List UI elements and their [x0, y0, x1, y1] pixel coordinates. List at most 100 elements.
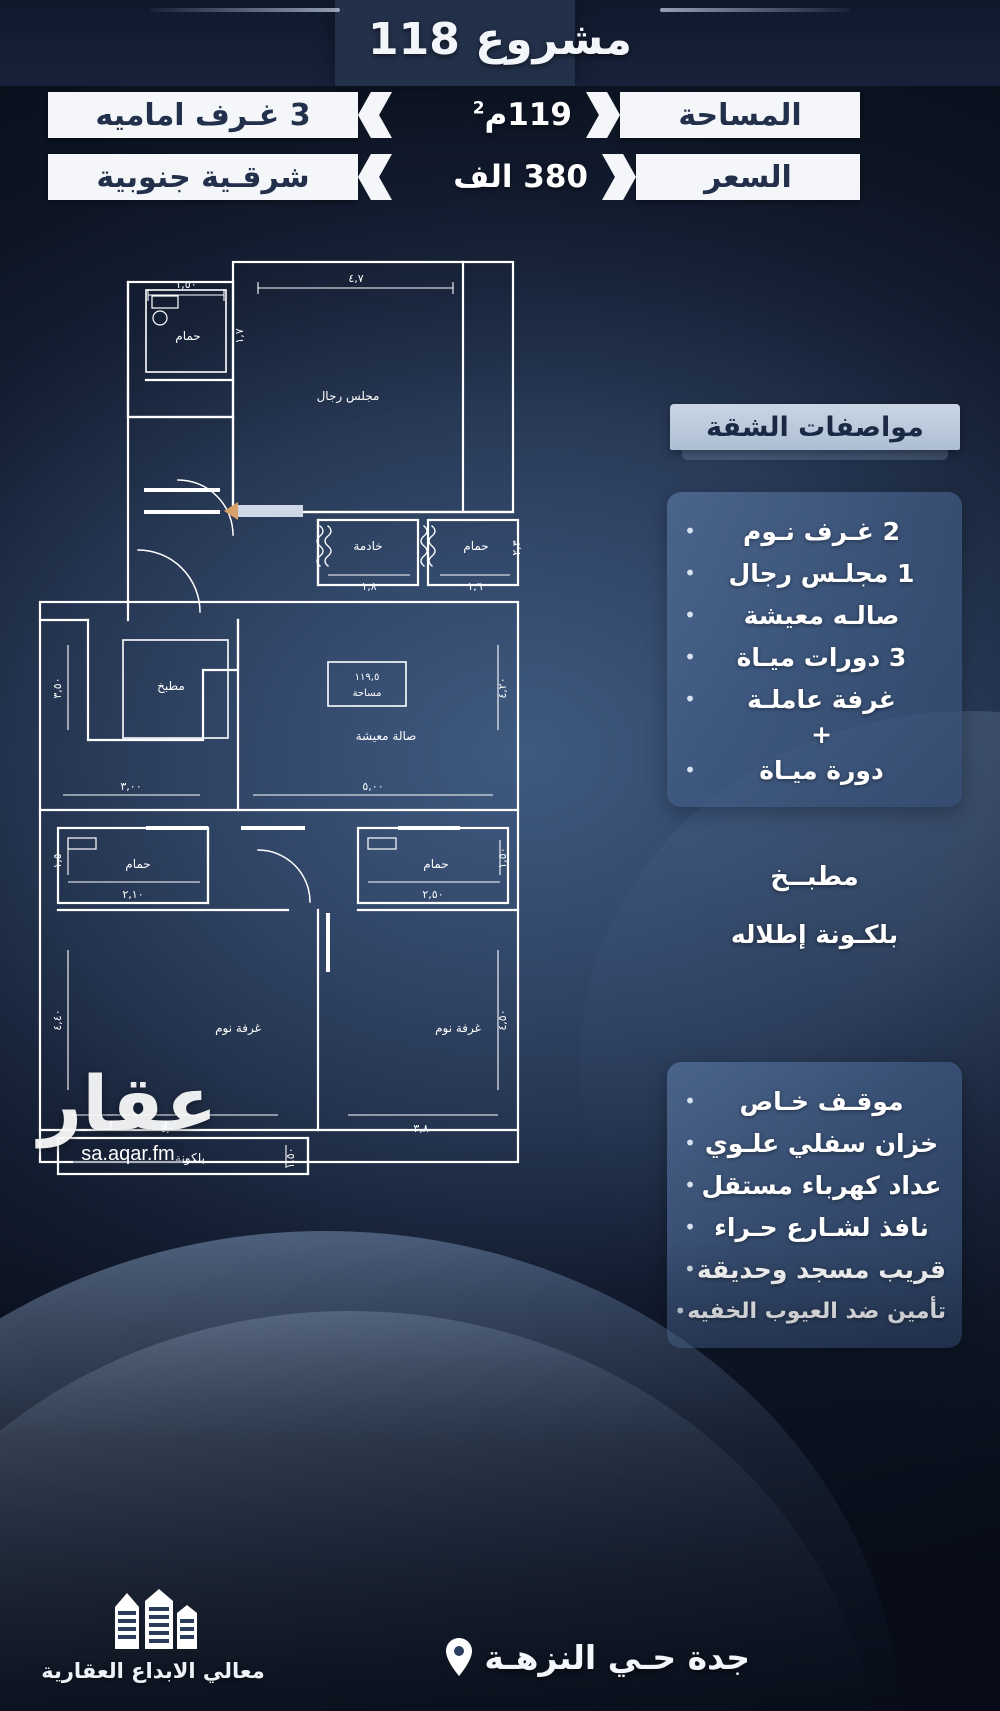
- bullet-icon: •: [684, 1173, 696, 1197]
- spec-item: 2 غـرف نـوم •: [679, 510, 950, 552]
- room-label-bedroom-right: غرفة نوم: [435, 1021, 481, 1036]
- room-label-bath-left: حمام: [125, 857, 150, 871]
- dim-kitchen-height: ٣,٥٠: [51, 677, 64, 698]
- dim-kitchen-width: ٣,٠٠: [120, 780, 141, 793]
- spec-item-plus: +: [679, 720, 950, 749]
- spec-item: خزان سفلي علـوي •: [679, 1122, 950, 1164]
- spec-item: دورة ميـاة •: [679, 749, 950, 791]
- dim-bath-maid-height: ٢,٣: [510, 540, 523, 555]
- dim-bath-left-width: ٢,١٠: [122, 888, 143, 901]
- spec-item-label: دورة ميـاة: [759, 755, 884, 785]
- ribbon-price-plate: السعر: [636, 154, 860, 200]
- spec-item-label: 2 غـرف نـوم: [743, 516, 900, 546]
- spec-item-label: خزان سفلي علـوي: [704, 1128, 939, 1158]
- room-label-kitchen: مطبخ: [157, 679, 185, 693]
- bullet-icon: •: [684, 1131, 696, 1155]
- ribbon-price-value: 380 الف: [453, 159, 588, 195]
- title-hairline-left: [150, 8, 340, 12]
- spec-item-label: غرفة عاملـة: [747, 684, 896, 714]
- spec-item: غرفة عاملـة •: [679, 678, 950, 720]
- dim-living-width: ٥,٠٠: [362, 780, 383, 793]
- specs-header-tail: [682, 450, 948, 460]
- title-band: [0, 0, 1000, 86]
- spec-item-kitchen: مطبــخ: [770, 862, 859, 892]
- dim-bedroom-left-height: ٤,٤٠: [51, 1009, 64, 1030]
- room-label-majlis: مجلس رجال: [317, 389, 380, 404]
- specs-card-main: 2 غـرف نـوم • 1 مجلـس رجال • صالـه معيشة…: [667, 492, 962, 807]
- ribbon-banner-group: المساحة 119م2 السعر 380 الف 3 غـرف امامي…: [0, 92, 1000, 220]
- room-label-bath-top: حمام: [175, 329, 200, 343]
- spec-item-label: صالـه معيشة: [743, 600, 900, 630]
- dim-bedroom-left-width: ٤,٠٠: [160, 1122, 181, 1135]
- spec-item: عداد كهرباء مستقل •: [679, 1164, 950, 1206]
- dim-balcony: ١,٥٠: [284, 1147, 297, 1168]
- location-label: جدة حـي النزهـة: [484, 1637, 750, 1677]
- dim-bedroom-right-width: ٣,٨: [413, 1122, 428, 1135]
- dim-bath-right-height: ١,٥٠: [496, 847, 509, 868]
- spec-item-label: عداد كهرباء مستقل: [701, 1170, 942, 1200]
- building-logo-icon: [115, 1589, 197, 1649]
- bullet-icon: •: [684, 1089, 696, 1113]
- map-pin-icon: [444, 1637, 474, 1677]
- dim-bath-top-height: ١,٧: [233, 328, 246, 343]
- ribbon-orientation: شرقـية جنوبية: [48, 154, 392, 200]
- dim-living-height: ٤,٢٠: [496, 677, 509, 698]
- bullet-icon: •: [684, 1215, 696, 1239]
- room-label-maid: خادمة: [353, 539, 382, 553]
- ribbon-front-rooms: 3 غـرف اماميه: [48, 92, 392, 138]
- dim-bath-left-height: ١,٥٠: [51, 847, 64, 868]
- floor-plan-drawing: مجلس رجال حمام خادمة حمام مطبخ صالة معيش…: [28, 250, 558, 1210]
- spec-item-label: +: [811, 720, 832, 749]
- ribbon-area-value: 119م2: [472, 97, 572, 133]
- room-label-bath-maid: حمام: [463, 539, 488, 553]
- spec-item: صالـه معيشة •: [679, 594, 950, 636]
- bullet-icon: •: [684, 561, 696, 585]
- dim-maid-width: ١,٨: [361, 580, 376, 593]
- bullet-icon: •: [684, 645, 696, 669]
- spec-item: 1 مجلـس رجال •: [679, 552, 950, 594]
- brand-block: معالي الابداع العقارية: [38, 1563, 268, 1683]
- spec-item-balcony: بلكـونة إطلاله: [730, 920, 899, 949]
- ribbon-front-rooms-plate: 3 غـرف اماميه: [48, 92, 358, 138]
- page-title: مشروع 118: [368, 14, 632, 65]
- spec-item-label: نافذ لشـارع حـراء: [714, 1212, 929, 1242]
- bullet-icon: •: [684, 519, 696, 543]
- chevron-right-icon-orientation: [358, 154, 392, 200]
- brand-name: معالي الابداع العقارية: [41, 1659, 265, 1683]
- dim-bath-top-width: ١,٥٠: [175, 278, 196, 291]
- title-hairline-right: [660, 8, 850, 12]
- spec-item-label: موقـف خـاص: [739, 1086, 904, 1116]
- dim-bedroom-right-height: ٤,٥٠: [496, 1009, 509, 1030]
- specs-header-label: مواصفات الشقة: [706, 411, 924, 443]
- room-label-bedroom-left: غرفة نوم: [215, 1021, 261, 1036]
- bullet-icon: •: [684, 603, 696, 627]
- area-stamp-label: مساحة: [353, 688, 382, 699]
- ribbon-area-label: المساحة: [678, 97, 802, 133]
- spec-item: 3 دورات ميـاة •: [679, 636, 950, 678]
- dim-bath-maid-width: ١,٦: [467, 580, 482, 593]
- ribbon-front-rooms-label: 3 غـرف اماميه: [95, 97, 311, 133]
- dim-majlis-width: ٤,٧: [348, 272, 363, 285]
- room-label-living: صالة معيشة: [356, 729, 417, 743]
- ribbon-area: المساحة 119م2: [459, 92, 860, 138]
- spec-item-label: 3 دورات ميـاة: [736, 642, 907, 672]
- chevron-right-icon-front: [358, 92, 392, 138]
- chevron-left-icon-price: [602, 154, 636, 200]
- ribbon-orientation-label: شرقـية جنوبية: [96, 159, 310, 195]
- bullet-icon: •: [684, 687, 696, 711]
- footer: معالي الابداع العقارية جدة حـي النزهـة: [0, 1481, 1000, 1711]
- specs-header: مواصفات الشقة: [670, 404, 960, 450]
- spec-item: موقـف خـاص •: [679, 1080, 950, 1122]
- area-stamp-value: ١١٩,٥: [355, 672, 380, 683]
- ribbon-price: السعر 380 الف: [439, 154, 860, 200]
- title-band-center: [335, 0, 575, 86]
- room-label-balcony: بلكونة: [175, 1151, 205, 1166]
- spec-item-label: 1 مجلـس رجال: [728, 558, 915, 588]
- dim-bath-right-width: ٢,٥٠: [422, 888, 443, 901]
- location-block: جدة حـي النزهـة: [444, 1637, 750, 1677]
- ribbon-orientation-plate: شرقـية جنوبية: [48, 154, 358, 200]
- ribbon-area-plate: المساحة: [620, 92, 860, 138]
- ribbon-price-label: السعر: [704, 159, 792, 195]
- bullet-icon: •: [684, 758, 696, 782]
